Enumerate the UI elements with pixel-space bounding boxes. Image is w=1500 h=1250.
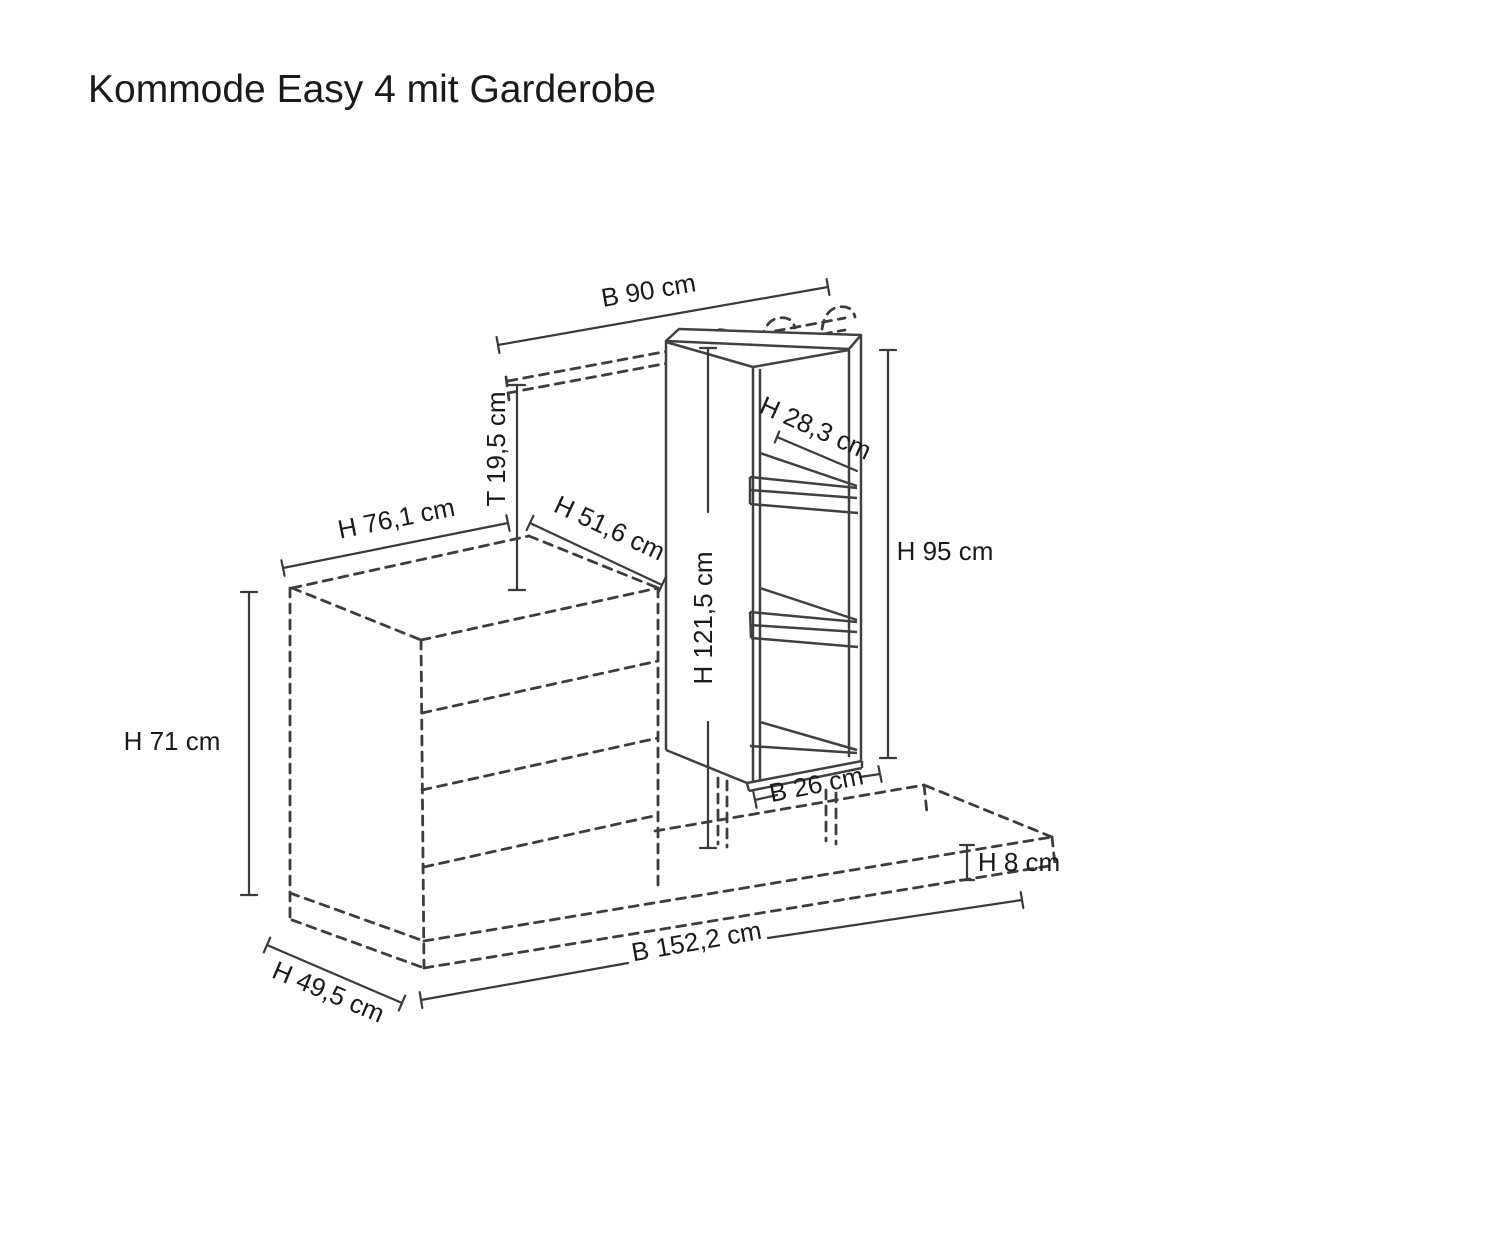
- dim-h1215: H 121,5 cm: [688, 346, 718, 850]
- dresser-outline: [288, 534, 660, 970]
- dim-label-t195: T 19,5 cm: [481, 391, 511, 506]
- coat-rail: [504, 305, 857, 402]
- dim-t195: T 19,5 cm: [481, 383, 527, 592]
- dim-h71: H 71 cm: [124, 590, 259, 897]
- shelf-upper: [748, 451, 859, 515]
- shelf-unit-supports: [716, 760, 838, 849]
- dim-h516: H 51,6 cm: [525, 489, 670, 594]
- dim-label-h71: H 71 cm: [124, 726, 221, 756]
- base-platform: [422, 783, 1057, 970]
- shelf-lower: [748, 586, 859, 649]
- dim-label-h495: H 49,5 cm: [268, 955, 389, 1029]
- shelf-unit: [664, 327, 864, 793]
- drawer-lines: [420, 659, 660, 869]
- page-title: Kommode Easy 4 mit Garderobe: [88, 68, 656, 111]
- shelf-bottom-board: [665, 720, 864, 793]
- dim-label-b90: B 90 cm: [599, 267, 698, 313]
- dim-label-h8: H 8 cm: [978, 847, 1060, 877]
- dim-label-h1215: H 121,5 cm: [688, 552, 718, 685]
- dim-label-h95: H 95 cm: [897, 536, 994, 566]
- dim-h495: H 49,5 cm: [262, 936, 407, 1029]
- dim-h95: H 95 cm: [878, 348, 994, 760]
- dim-h8: H 8 cm: [958, 843, 1060, 882]
- dim-b1522: B 152,2 cm: [418, 891, 1025, 1009]
- dim-h761: H 76,1 cm: [280, 492, 511, 577]
- dim-label-h516: H 51,6 cm: [550, 489, 670, 566]
